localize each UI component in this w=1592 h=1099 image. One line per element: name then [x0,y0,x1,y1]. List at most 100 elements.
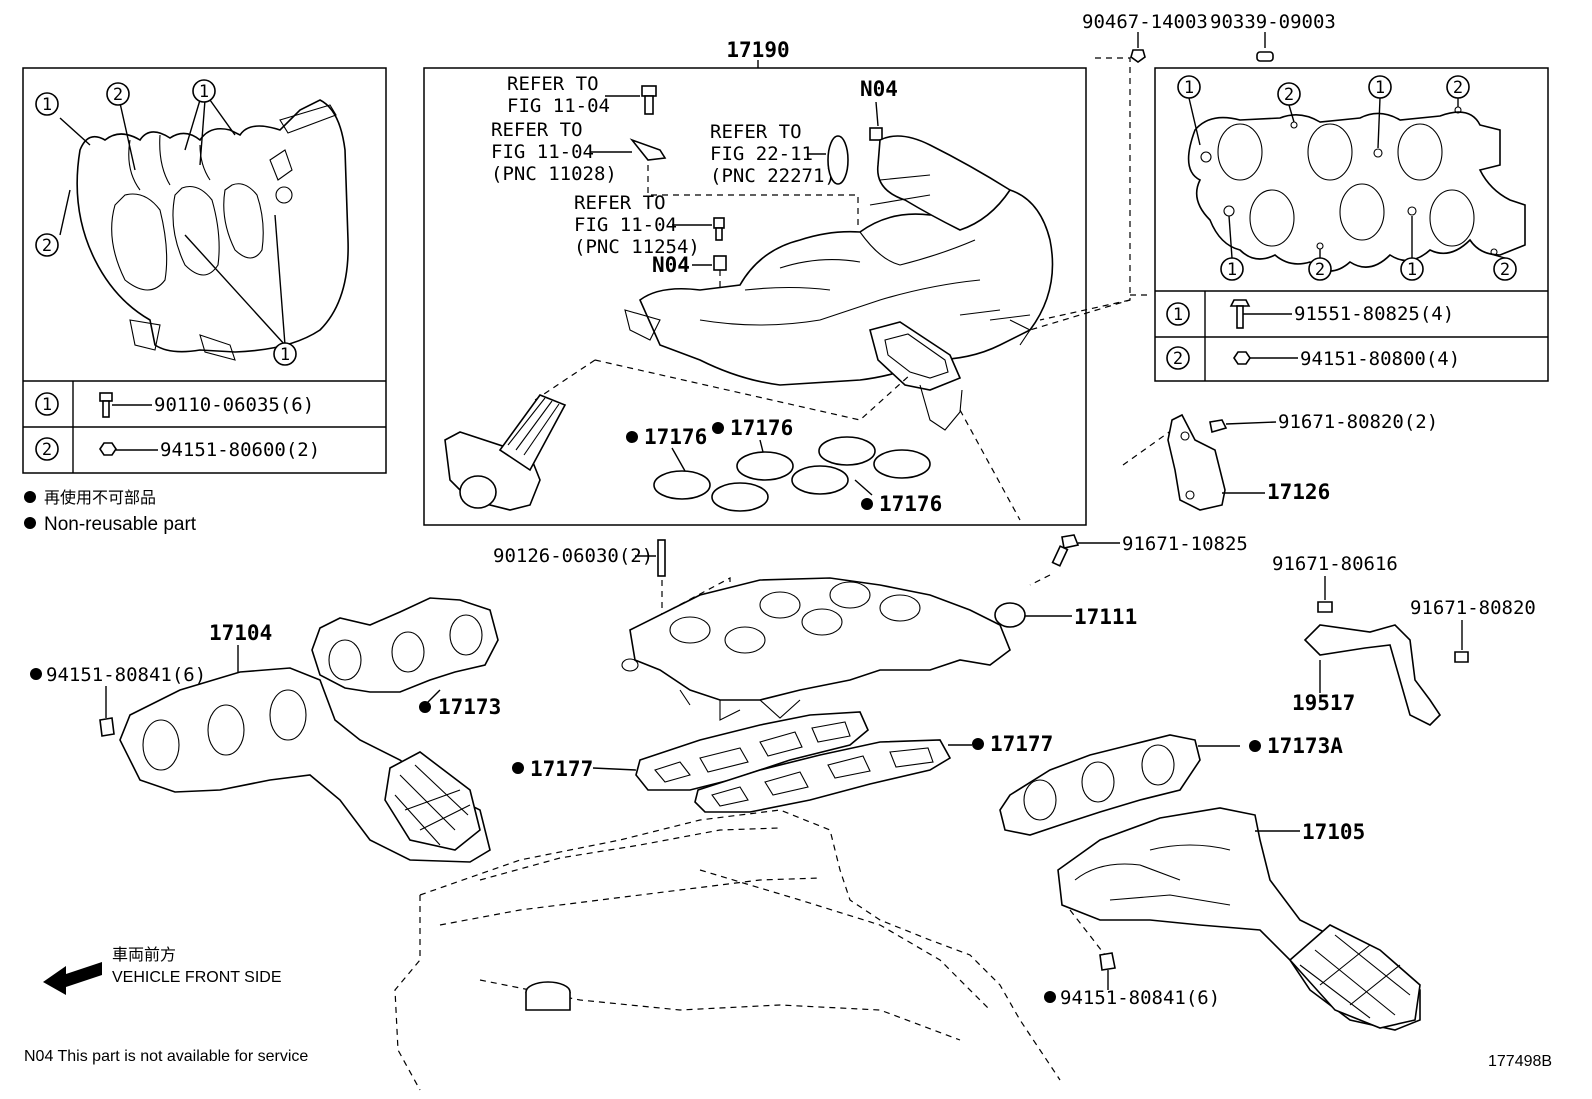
front-jp: 車両前方 [112,946,176,964]
n04-label: N04 [860,77,898,101]
refer-text: (PNC 11028) [491,163,617,185]
gasket-17173a: 17173A [999,734,1343,836]
part-label-17190: 17190 [726,38,789,62]
gaskets-17176 [653,436,931,512]
svg-text:1: 1 [42,95,52,115]
refer-text: FIG 11-04 [574,214,677,236]
intake-manifold-upper [624,135,1054,431]
pin-icon [1256,51,1274,62]
left-inset-callout: 1 [35,92,59,116]
part-number: 90126-06030(2) [493,545,653,567]
part-number: 91551-80825(4) [1294,303,1454,325]
part-number: 91671-80616 [1272,553,1398,575]
bolt-icon [641,85,657,115]
svg-text:1: 1 [199,82,209,102]
intake-manifold-lower-17111: 17111 [621,577,1137,721]
part-label-17177: 17177 [990,732,1053,756]
right-inset-frame [1154,67,1549,382]
svg-text:2: 2 [1453,78,1463,98]
right-inset-callout: 2 [1308,257,1332,281]
part-number: 94151-80841(6) [1060,987,1220,1009]
bracket-17126: 91671-80820(2) 17126 [1167,411,1438,511]
refer-text: (PNC 11254) [574,236,700,258]
exhaust-manifold-17105: 17105 94151-80841(6) [1044,807,1421,1031]
part-label-17104: 17104 [209,621,272,645]
svg-text:2: 2 [42,236,52,256]
nut-icon [1130,49,1146,63]
svg-text:1: 1 [1227,260,1237,280]
right-inset: 1 2 1 2 1 2 1 2 1 91551-80825(4) 2 94151… [1154,67,1549,382]
left-inset: 1 2 1 2 1 1 90110-06035(6) 2 94151-80600… [22,67,387,474]
svg-text:1: 1 [1184,78,1194,98]
right-inset-callout: 1 [1220,257,1244,281]
note-en: Non-reusable part [44,514,197,535]
manifold-gasket-plate [1187,106,1526,272]
bolt-icon [1229,299,1251,329]
right-inset-callout: 2 [1277,82,1301,106]
part-number: 94151-80800(4) [1300,348,1460,370]
legend-num: 2 [1173,349,1183,369]
refer-text: REFER TO [574,192,666,214]
sensor-icon [713,217,725,241]
gaskets-17177: 17177 17177 [512,711,1053,813]
refer-text: FIG 11-04 [507,95,610,117]
refer-text: REFER TO [507,73,599,95]
intake-manifold-top-view [59,99,349,361]
front-en: VEHICLE FRONT SIDE [112,969,282,986]
bullet-icon [24,491,36,503]
bolt-icon [99,392,113,418]
bolt-91671-10825: 91671-10825 [1029,533,1248,586]
nut-icon [1233,351,1251,365]
refer-text: FIG 11-04 [491,141,594,163]
right-inset-callout: 2 [1446,75,1470,99]
right-inset-callout: 1 [1368,75,1392,99]
assembly-17190: 17190 REFER TO FIG 11-04 REFER TO FIG 11… [423,38,1087,526]
bracket-icon [629,138,667,161]
engine-block [394,809,1061,1091]
part-label-17176: 17176 [730,416,793,440]
left-inset-callout: 1 [192,79,216,103]
part-number: 91671-80820 [1410,597,1536,619]
n04-label: N04 [652,253,690,277]
svg-text:1: 1 [280,345,290,365]
part-number: 90339-09003 [1210,11,1336,33]
refer-text: FIG 22-11 [710,143,813,165]
right-inset-callout: 2 [1493,257,1517,281]
right-inset-callout: 1 [1400,257,1424,281]
right-inset-callout: 1 [1177,75,1201,99]
left-inset-frame [22,67,387,474]
part-label-17126: 17126 [1267,480,1330,504]
assembly-frame [423,67,1087,526]
filter-icon [827,135,849,185]
part-label-17176: 17176 [879,492,942,516]
part-label-17111: 17111 [1074,605,1137,629]
legend-num: 1 [1173,305,1183,325]
svg-text:1: 1 [1407,260,1417,280]
part-label-19517: 19517 [1292,691,1355,715]
legend-num: 2 [42,440,52,460]
gasket-17173: 17173 [311,597,501,719]
legend-num: 1 [42,395,52,415]
svg-text:2: 2 [113,85,123,105]
part-number: 91671-10825 [1122,533,1248,555]
part-label-17177: 17177 [530,757,593,781]
part-number: 90467-14003 [1082,11,1208,33]
note-jp: 再使用不可部品 [44,489,156,507]
part-number: 94151-80841(6) [46,664,206,686]
left-inset-callout: 1 [273,342,297,366]
left-inset-callout: 2 [35,233,59,257]
part-label-17176: 17176 [644,425,707,449]
svg-text:2: 2 [1500,260,1510,280]
part-label-17105: 17105 [1302,820,1365,844]
left-inset-callout: 2 [106,82,130,106]
svg-text:1: 1 [1375,78,1385,98]
bracket-19517: 91671-80616 91671-80820 19517 [1272,553,1536,726]
part-label-17173: 17173 [438,695,501,719]
throttle-body [444,394,567,511]
refer-text: (PNC 22271) [710,165,836,187]
arrow-left-icon [43,962,102,995]
refer-text: REFER TO [710,121,802,143]
part-number: 90110-06035(6) [154,394,314,416]
svg-text:2: 2 [1315,260,1325,280]
